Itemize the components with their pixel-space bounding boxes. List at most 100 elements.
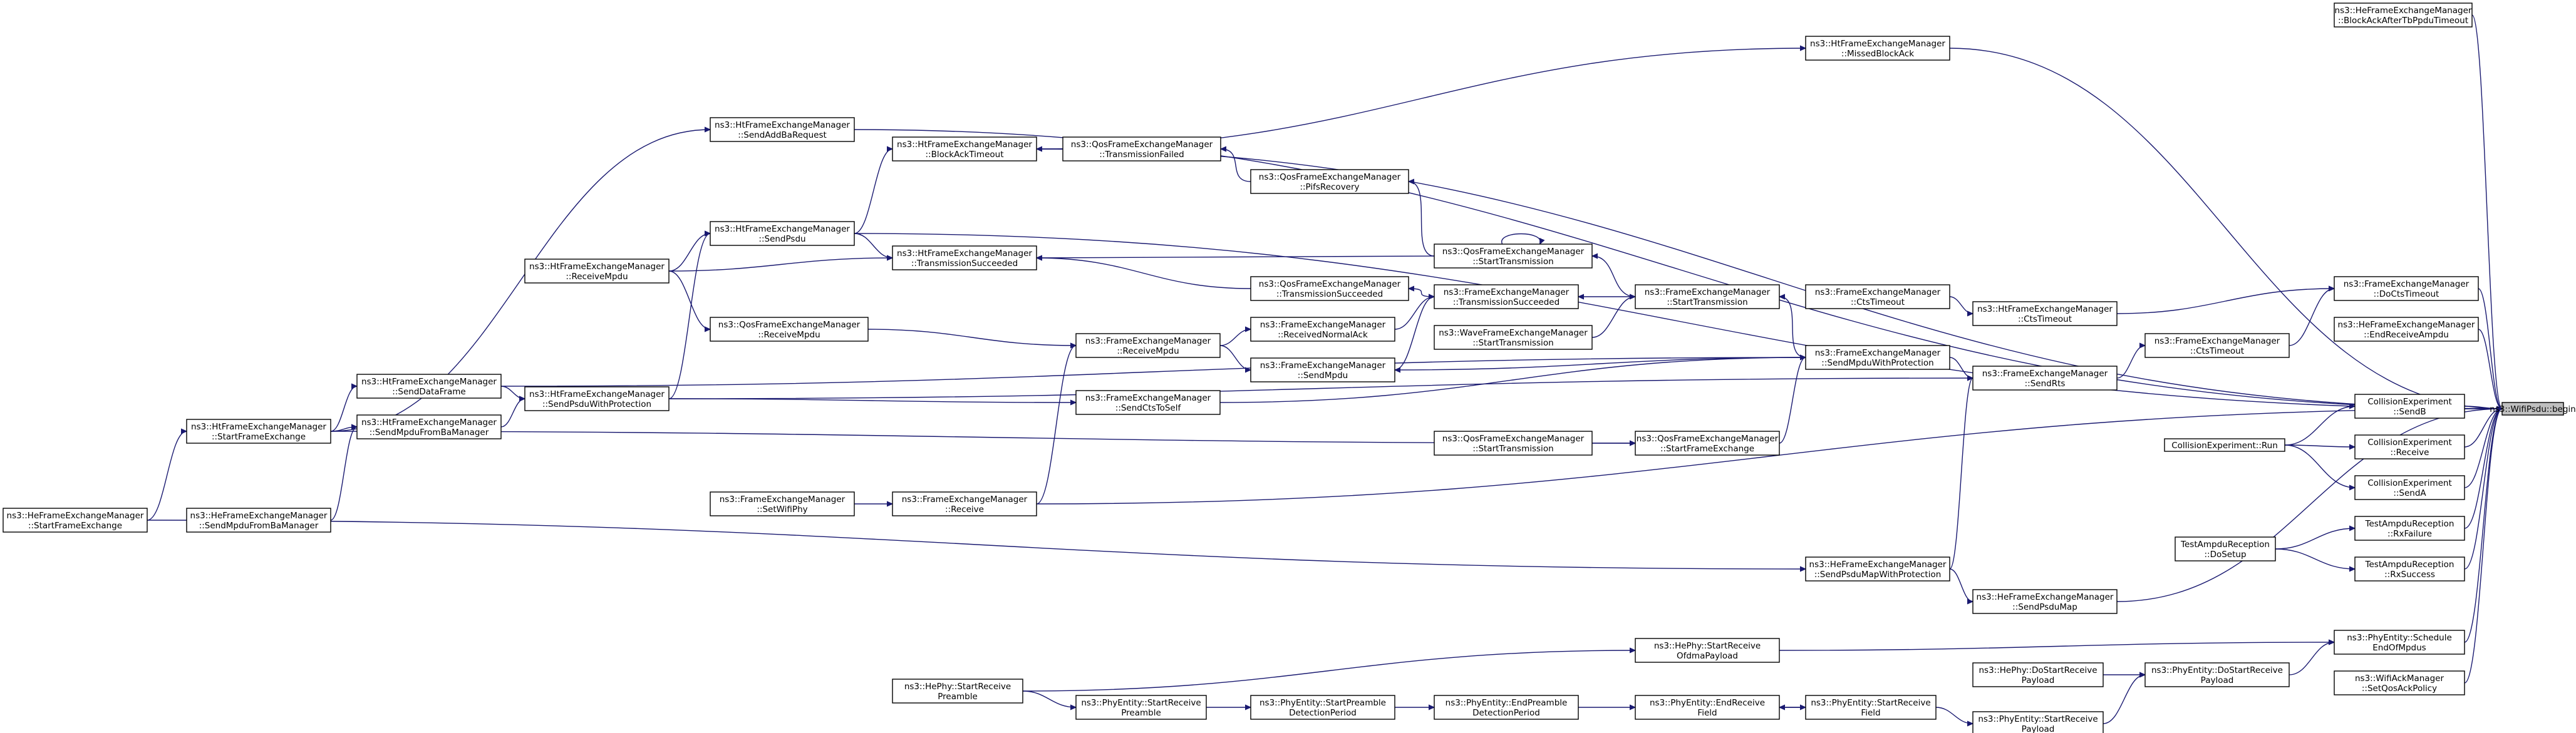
graph-node-fem-sendmpduwithprot[interactable]: ns3::FrameExchangeManager::SendMpduWithP… <box>1805 345 1950 370</box>
node-label: Preamble <box>938 692 978 702</box>
call-edge-qos-startframeexchange-to-fem-sendmpduwithprot <box>1779 357 1806 444</box>
node-box <box>1972 589 2118 614</box>
graph-node-qos-pifs[interactable]: ns3::QosFrameExchangeManager::PifsRecove… <box>1250 169 1409 194</box>
node-label: DetectionPeriod <box>1472 708 1540 718</box>
node-label: ::DoCtsTimeout <box>2374 289 2439 299</box>
node-label: ns3::HtFrameExchangeManager <box>715 224 850 234</box>
graph-node-fem-sendctstoself[interactable]: ns3::FrameExchangeManager::SendCtsToSelf <box>1075 390 1221 415</box>
node-label: ns3::QosFrameExchangeManager <box>718 320 861 330</box>
node-box <box>2334 317 2479 342</box>
graph-node-qos-txfailed[interactable]: ns3::QosFrameExchangeManager::Transmissi… <box>1062 136 1221 161</box>
graph-node-qos-starttx[interactable]: ns3::QosFrameExchangeManager::StartTrans… <box>1434 243 1593 269</box>
node-box <box>2334 670 2465 695</box>
call-edge-fem-receivempdu-to-fem-receivednormalack <box>1219 329 1251 346</box>
call-edge-coll-senda-to-wifipsdu-begin <box>2464 409 2502 488</box>
graph-node-ht-startframeexchange[interactable]: ns3::HtFrameExchangeManager::StartFrameE… <box>186 419 331 444</box>
call-edge-wave-starttx-to-fem-starttx <box>1591 297 1635 338</box>
graph-node-he-endreceiveampdu[interactable]: ns3::HeFrameExchangeManager::EndReceiveA… <box>2334 317 2479 342</box>
graph-node-ht-blockacktimeout[interactable]: ns3::HtFrameExchangeManager::BlockAckTim… <box>892 136 1037 161</box>
node-label: Field <box>1697 708 1717 718</box>
graph-node-fem-sendrts[interactable]: ns3::FrameExchangeManager::SendRts <box>1972 366 2118 391</box>
graph-node-tampdu-rxfailure[interactable]: TestAmpduReception::RxFailure <box>2354 516 2465 541</box>
graph-node-fem-receivempdu[interactable]: ns3::FrameExchangeManager::ReceiveMpdu <box>1075 333 1221 358</box>
node-label: TestAmpduReception <box>2365 519 2454 529</box>
node-box <box>2334 276 2479 301</box>
graph-node-ht-missedba[interactable]: ns3::HtFrameExchangeManager::MissedBlock… <box>1805 36 1950 61</box>
graph-node-fem-txsucceeded[interactable]: ns3::FrameExchangeManager::TransmissionS… <box>1434 284 1579 309</box>
call-edge-he-blockackafter-to-wifipsdu-begin <box>2471 14 2502 409</box>
graph-node-phy-startpreambledetect[interactable]: ns3::PhyEntity::StartPreambleDetectionPe… <box>1250 695 1395 720</box>
node-label: ::SendMpduFromBaManager <box>199 521 319 531</box>
node-label: ns3::PhyEntity::StartReceive <box>1081 698 1201 708</box>
graph-node-he-sendmpdufromba[interactable]: ns3::HeFrameExchangeManager::SendMpduFro… <box>186 508 331 533</box>
graph-node-qos-txsucceeded[interactable]: ns3::QosFrameExchangeManager::Transmissi… <box>1250 276 1409 301</box>
graph-node-ht-sendpsdu[interactable]: ns3::HtFrameExchangeManager::SendPsdu <box>710 221 855 246</box>
graph-node-fem-setwifiphy[interactable]: ns3::FrameExchangeManager::SetWifiPhy <box>710 491 855 516</box>
call-edge-tampdu-rxsuccess-to-wifipsdu-begin <box>2464 409 2502 570</box>
call-edge-he-startframeexchange-to-he-sendpsdumapwithprot <box>147 520 1806 569</box>
graph-node-ht-senddataframe[interactable]: ns3::HtFrameExchangeManager::SendDataFra… <box>356 374 502 399</box>
call-edge-qos-starttx-to-qos-starttx <box>1501 233 1541 245</box>
graph-node-fem-receivednormalack[interactable]: ns3::FrameExchangeManager::ReceivedNorma… <box>1250 317 1395 342</box>
node-label: ::StartTransmission <box>1667 297 1747 307</box>
graph-node-wifipsdu-begin[interactable]: ns3::WifiPsdu::begin <box>2490 402 2576 416</box>
node-box <box>1805 556 1950 582</box>
graph-node-coll-sendb[interactable]: CollisionExperiment::SendB <box>2354 394 2465 419</box>
graph-node-tampdu-dosetup[interactable]: TestAmpduReception::DoSetup <box>2175 536 2276 561</box>
node-label: ::SendRts <box>2025 379 2066 389</box>
graph-node-fem-sendmpdu[interactable]: ns3::FrameExchangeManager::SendMpdu <box>1250 357 1395 382</box>
node-box <box>1434 431 1593 456</box>
graph-node-he-startframeexchange[interactable]: ns3::HeFrameExchangeManager::StartFrameE… <box>3 508 148 533</box>
graph-node-ht-txsucceeded[interactable]: ns3::HtFrameExchangeManager::Transmissio… <box>892 245 1037 270</box>
call-edge-fem-sendmpdu-to-fem-txsucceeded <box>1394 297 1434 371</box>
node-label: ::SetQosAckPolicy <box>2362 684 2437 694</box>
node-label: ::SendB <box>2393 407 2426 417</box>
graph-node-coll-receive[interactable]: CollisionExperiment::Receive <box>2354 434 2465 459</box>
graph-node-qos-starttx2[interactable]: ns3::QosFrameExchangeManager::StartTrans… <box>1434 431 1593 456</box>
graph-node-ht-ctstimeout[interactable]: ns3::HtFrameExchangeManager::CtsTimeout <box>1972 301 2118 326</box>
graph-node-qos-receivempdu[interactable]: ns3::QosFrameExchangeManager::ReceiveMpd… <box>710 317 869 342</box>
call-edge-fem-starttx-to-qos-starttx <box>1592 256 1636 297</box>
graph-node-fem-ctstimeout-top[interactable]: ns3::FrameExchangeManager::CtsTimeout <box>1805 284 1950 309</box>
node-box <box>710 317 869 342</box>
node-box <box>892 245 1037 270</box>
graph-node-ht-sendpsduwithprot[interactable]: ns3::HtFrameExchangeManager::SendPsduWit… <box>524 386 670 411</box>
graph-node-coll-senda[interactable]: CollisionExperiment::SendA <box>2354 475 2465 500</box>
call-edge-coll-run-to-coll-sendb <box>2284 406 2355 446</box>
graph-node-tampdu-rxsuccess[interactable]: TestAmpduReception::RxSuccess <box>2354 556 2465 582</box>
call-edge-ht-startframeexchange-to-ht-sendaddba <box>330 130 710 432</box>
graph-node-fem-ctstimeout[interactable]: ns3::FrameExchangeManager::CtsTimeout <box>2144 333 2290 358</box>
graph-node-he-sendpsdumapwithprot[interactable]: ns3::HeFrameExchangeManager::SendPsduMap… <box>1805 556 1950 582</box>
graph-node-coll-run[interactable]: CollisionExperiment::Run <box>2164 438 2285 452</box>
graph-node-he-sendpsdumap[interactable]: ns3::HeFrameExchangeManager::SendPsduMap <box>1972 589 2118 614</box>
call-edge-he-sendpsdumapwithprot-to-fem-sendrts <box>1949 378 1973 570</box>
graph-node-wave-starttx[interactable]: ns3::WaveFrameExchangeManager::StartTran… <box>1434 325 1593 350</box>
graph-node-wifiack-setqos[interactable]: ns3::WifiAckManager::SetQosAckPolicy <box>2334 670 2465 695</box>
graph-node-ht-sendmpdufromba[interactable]: ns3::HtFrameExchangeManager::SendMpduFro… <box>356 414 502 439</box>
graph-node-he-blockackafter[interactable]: ns3::HeFrameExchangeManager::BlockAckAft… <box>2334 3 2473 28</box>
graph-node-ht-receivempdu[interactable]: ns3::HtFrameExchangeManager::ReceiveMpdu <box>524 259 670 284</box>
node-label: ::SendDataFrame <box>392 387 465 397</box>
node-label: ::StartFrameExchange <box>28 521 122 531</box>
graph-node-qos-startframeexchange[interactable]: ns3::QosFrameExchangeManager::StartFrame… <box>1635 431 1780 456</box>
graph-node-fem-docts[interactable]: ns3::FrameExchangeManager::DoCtsTimeout <box>2334 276 2479 301</box>
graph-node-phy-endpreambledetect[interactable]: ns3::PhyEntity::EndPreambleDetectionPeri… <box>1434 695 1579 720</box>
node-label: ::RxFailure <box>2387 529 2432 539</box>
graph-node-ht-sendaddba[interactable]: ns3::HtFrameExchangeManager::SendAddBaRe… <box>710 117 855 142</box>
graph-node-fem-receive[interactable]: ns3::FrameExchangeManager::Receive <box>892 491 1037 516</box>
node-label: TestAmpduReception <box>2180 540 2270 550</box>
call-edge-qos-starttx-to-ht-txsucceeded <box>1037 256 1435 258</box>
node-label: ns3::HtFrameExchangeManager <box>361 418 497 428</box>
call-edge-coll-run-to-coll-senda <box>2284 444 2355 488</box>
node-box <box>2144 333 2290 358</box>
graph-node-fem-starttx[interactable]: ns3::FrameExchangeManager::StartTransmis… <box>1635 284 1780 309</box>
